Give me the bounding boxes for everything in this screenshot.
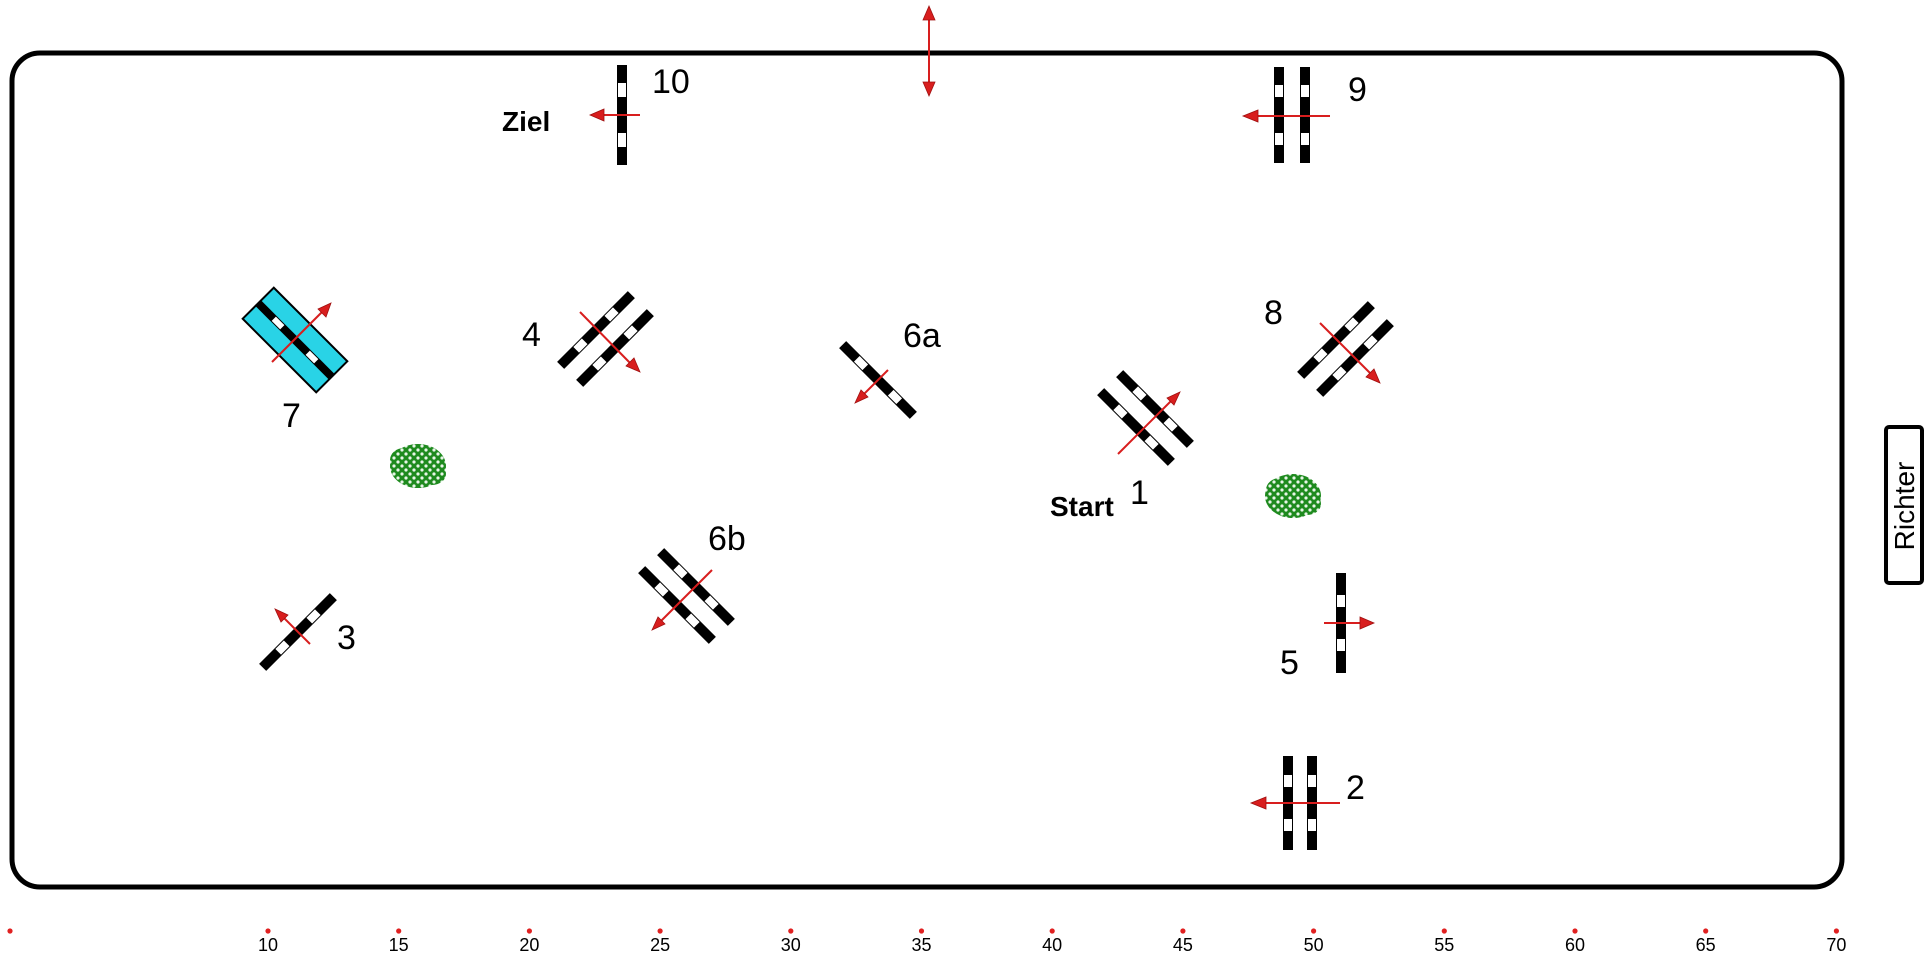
bush-icon — [1265, 474, 1321, 518]
arrow-8 — [1319, 322, 1381, 384]
arrow-7 — [271, 302, 332, 363]
scale-tick — [1180, 928, 1186, 934]
scale-tick — [1833, 928, 1839, 934]
scale-tick-label: 65 — [1696, 935, 1716, 953]
scale-tick — [1049, 928, 1055, 934]
judge-box: Richter — [1884, 425, 1924, 585]
label-3: 3 — [337, 619, 356, 657]
label-7: 7 — [282, 397, 301, 435]
scale-tick-label: 50 — [1304, 935, 1324, 953]
finish-label: Ziel — [502, 106, 550, 137]
arrow-2 — [1249, 796, 1340, 810]
scale-tick — [1311, 928, 1317, 934]
label-6a: 6a — [903, 317, 941, 355]
scale-tick — [657, 928, 663, 934]
scale-tick-label: 15 — [389, 935, 409, 953]
label-6b: 6b — [708, 520, 746, 558]
label-2: 2 — [1346, 769, 1365, 807]
scale-tick-label: 25 — [650, 935, 670, 953]
judge-label: Richter — [1889, 462, 1920, 551]
arrow-9 — [1241, 109, 1330, 123]
bush-icon — [390, 444, 446, 488]
scale-tick-label: 35 — [911, 935, 931, 953]
arena-border — [9, 50, 1845, 890]
scale-tick — [526, 928, 533, 934]
arrow-6b — [651, 569, 713, 631]
scale-tick-label: 55 — [1434, 935, 1454, 953]
obstacle-1 — [1097, 370, 1194, 466]
scale-tick-label: 20 — [519, 935, 539, 953]
label-4: 4 — [522, 316, 541, 354]
start-label: Start — [1050, 491, 1114, 522]
scale-tick-label: 30 — [781, 935, 801, 953]
scale-tick-label: 40 — [1042, 935, 1062, 953]
scale-tick — [265, 928, 271, 934]
scale-tick-label: 60 — [1565, 935, 1585, 953]
double-arrow-top — [922, 4, 936, 98]
arrow-10 — [588, 108, 640, 122]
scale-tick — [1703, 928, 1709, 934]
arrow-1 — [1117, 391, 1181, 455]
distance-scale: 10 15 20 25 30 35 40 45 50 55 60 65 70 — [7, 928, 1846, 953]
scale-tick-label: 10 — [258, 935, 278, 953]
arrow-5 — [1324, 616, 1376, 630]
scale-tick — [1441, 928, 1447, 934]
label-1: 1 — [1130, 474, 1149, 512]
label-8: 8 — [1264, 294, 1283, 332]
scale-tick — [918, 928, 925, 934]
label-9: 9 — [1348, 71, 1367, 109]
arrow-3 — [274, 608, 311, 645]
arrow-4 — [579, 311, 641, 373]
scale-tick — [1572, 928, 1578, 934]
label-10: 10 — [652, 63, 690, 101]
scale-origin-dot — [7, 928, 13, 934]
arrow-6a — [854, 369, 889, 404]
scale-tick — [396, 928, 402, 934]
scale-tick-label: 70 — [1826, 935, 1846, 953]
label-5: 5 — [1280, 644, 1299, 682]
scale-tick — [788, 928, 794, 934]
scale-tick-label: 45 — [1173, 935, 1193, 953]
